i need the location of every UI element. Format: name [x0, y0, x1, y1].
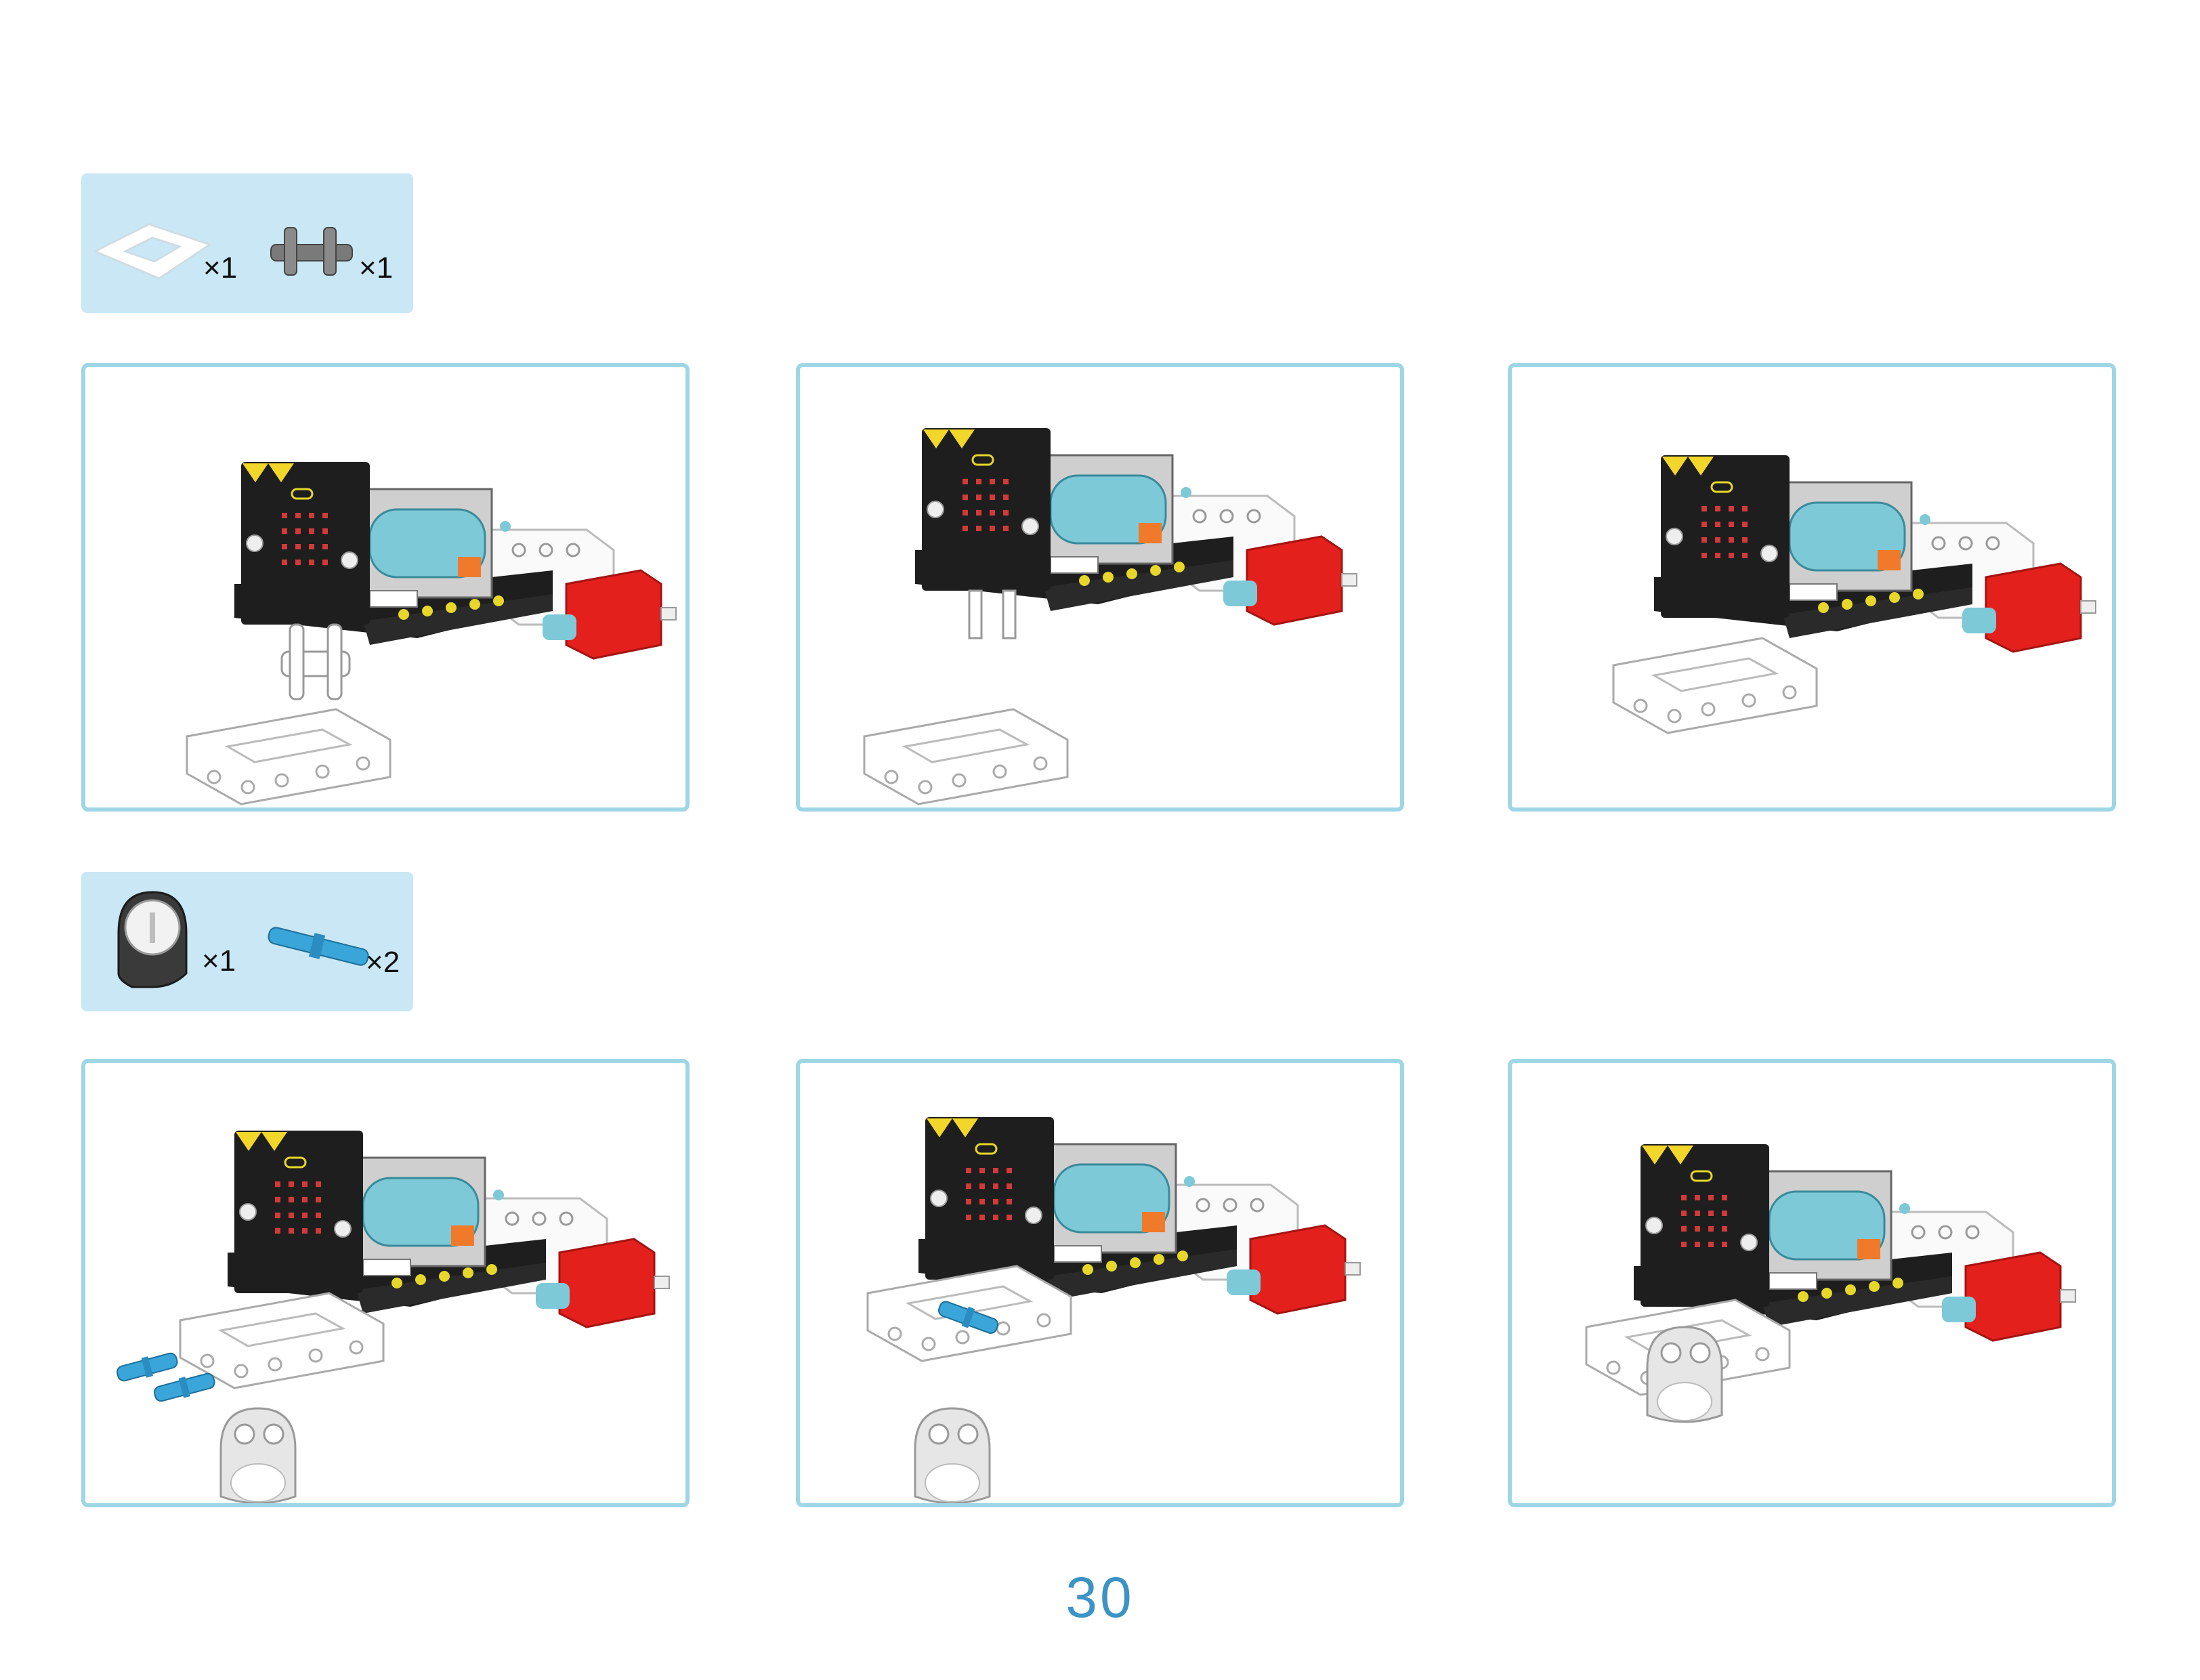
assembly-step-1-illustration: [186, 461, 677, 805]
step-panel-2: [796, 363, 1404, 812]
step-panel-3: [1508, 363, 2116, 812]
ball-caster-icon: [117, 891, 188, 988]
quantity-label: ×1: [359, 251, 394, 285]
frame-beam-icon: [95, 223, 210, 280]
double-connector-icon: [270, 227, 353, 276]
blue-pin-icon: [268, 927, 369, 966]
step-panel-1: [81, 363, 690, 812]
assembly-step-2-illustration: [863, 427, 1358, 805]
quantity-label: ×1: [203, 251, 238, 285]
step-panel-4: [81, 1059, 690, 1507]
assembly-step-5-illustration: [866, 1116, 1361, 1503]
assembly-step-6-illustration: [1585, 1143, 2077, 1423]
parts-list-step-2: ×1 ×2: [81, 872, 413, 1011]
parts-list-step-1: ×1 ×1: [81, 173, 413, 313]
page-number: 30: [1065, 1566, 1135, 1629]
step-panel-5: [796, 1059, 1404, 1507]
assembly-step-4-illustration: [114, 1129, 671, 1503]
step-panel-6: [1508, 1059, 2116, 1507]
quantity-label: ×1: [202, 944, 236, 978]
assembly-step-3-illustration: [1612, 454, 2097, 734]
quantity-label: ×2: [366, 946, 400, 979]
